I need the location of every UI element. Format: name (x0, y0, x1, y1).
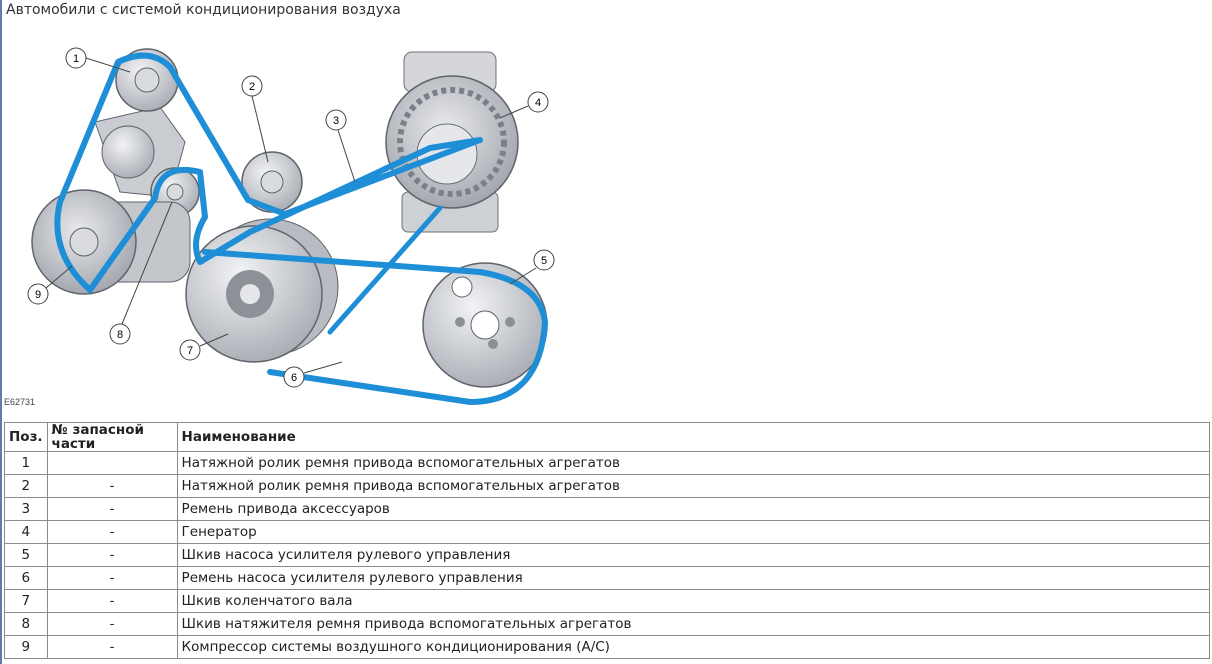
page-title: Автомобили с системой кондиционирования … (6, 2, 401, 18)
cell-name: Генератор (176, 520, 1211, 544)
accessory-belt (54, 52, 483, 293)
callout-3: 3 (325, 109, 356, 183)
callout-label-4: 4 (535, 97, 541, 109)
ac-compressor (31, 189, 191, 295)
cell-name: Шкив коленчатого вала (176, 589, 1211, 613)
cell-pos: 1 (4, 451, 48, 475)
cell-part-number: - (46, 566, 178, 590)
left-border (0, 0, 2, 664)
cell-part-number (46, 451, 178, 475)
power-steering-pulley (422, 262, 548, 388)
cell-part-number: - (46, 520, 178, 544)
callout-7: 7 (179, 333, 229, 361)
power-steering-belt-diagonal (327, 205, 443, 335)
callout-4: 4 (499, 91, 549, 119)
table-row: 3 - Ремень привода аксессуаров (4, 497, 1211, 521)
cell-pos: 4 (4, 520, 48, 544)
cell-part-number: - (46, 543, 178, 567)
cell-name: Шкив натяжителя ремня привода вспомогате… (176, 612, 1211, 636)
cell-name: Ремень привода аксессуаров (176, 497, 1211, 521)
callout-label-7: 7 (187, 345, 193, 357)
cell-name: Ремень насоса усилителя рулевого управле… (176, 566, 1211, 590)
callout-label-6: 6 (291, 372, 297, 384)
cell-name: Натяжной ролик ремня привода вспомогател… (176, 451, 1211, 475)
callout-label-9: 9 (35, 289, 41, 301)
callout-label-3: 3 (333, 115, 339, 127)
table-header-row: Поз. № запасной части Наименование (4, 422, 1211, 452)
header-part-number: № запасной части (46, 422, 178, 452)
callout-2: 2 (241, 75, 269, 163)
cell-pos: 8 (4, 612, 48, 636)
cell-pos: 2 (4, 474, 48, 498)
crankshaft-pulley (185, 218, 339, 363)
callout-6: 6 (283, 361, 343, 388)
cell-part-number: - (46, 589, 178, 613)
cell-part-number: - (46, 612, 178, 636)
table-row: 7 - Шкив коленчатого вала (4, 589, 1211, 613)
power-steering-belt (202, 249, 548, 405)
header-pos: Поз. (4, 422, 48, 452)
cell-name: Натяжной ролик ремня привода вспомогател… (176, 474, 1211, 498)
callout-8: 8 (109, 201, 173, 345)
callout-label-2: 2 (249, 81, 255, 93)
callout-label-5: 5 (541, 255, 547, 267)
cell-part-number: - (46, 635, 178, 659)
callout-1: 1 (65, 47, 131, 73)
callout-label-8: 8 (117, 329, 123, 341)
cell-name: Шкив насоса усилителя рулевого управлени… (176, 543, 1211, 567)
table-row: 8 - Шкив натяжителя ремня привода вспомо… (4, 612, 1211, 636)
table-row: 5 - Шкив насоса усилителя рулевого управ… (4, 543, 1211, 567)
table-row: 6 - Ремень насоса усилителя рулевого упр… (4, 566, 1211, 590)
belt-drive-diagram: 1 2 3 4 5 6 7 8 9 (27, 47, 555, 405)
cell-pos: 7 (4, 589, 48, 613)
callout-5: 5 (509, 249, 555, 285)
cell-pos: 9 (4, 635, 48, 659)
callout-9: 9 (27, 265, 73, 305)
cell-name: Компрессор системы воздушного кондициони… (176, 635, 1211, 659)
cell-part-number: - (46, 497, 178, 521)
cell-part-number: - (46, 474, 178, 498)
parts-table: Поз. № запасной части Наименование 1 Нат… (4, 422, 1211, 659)
cell-pos: 6 (4, 566, 48, 590)
table-row: 9 - Компрессор системы воздушного кондиц… (4, 635, 1211, 659)
figure-code: E62731 (4, 397, 36, 407)
callout-label-1: 1 (73, 53, 79, 65)
table-row: 1 Натяжной ролик ремня привода вспомогат… (4, 451, 1211, 475)
cell-pos: 5 (4, 543, 48, 567)
idler-pulley-2 (241, 151, 303, 213)
table-row: 4 - Генератор (4, 520, 1211, 544)
header-name: Наименование (176, 422, 1211, 452)
cell-pos: 3 (4, 497, 48, 521)
table-row: 2 - Натяжной ролик ремня привода вспомог… (4, 474, 1211, 498)
